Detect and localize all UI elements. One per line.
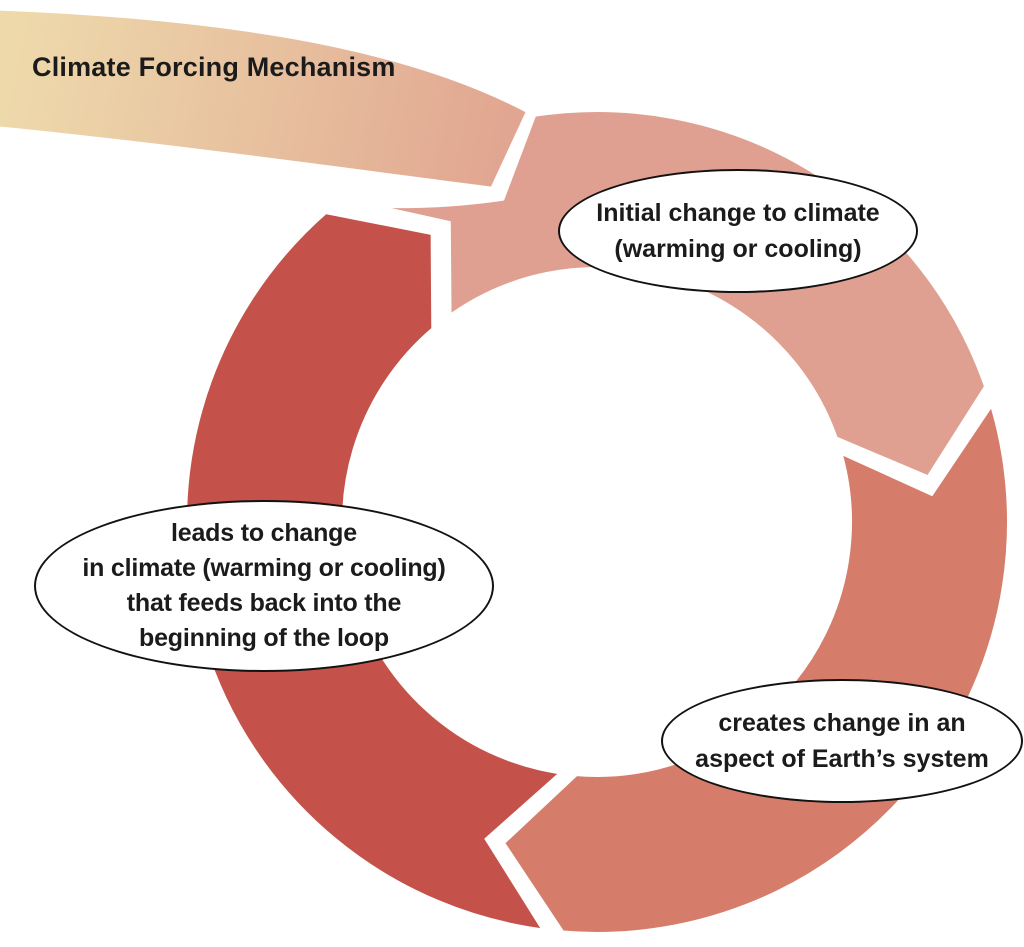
bubble-line: leads to change xyxy=(171,519,357,547)
ring-segment-feedback xyxy=(177,203,581,941)
bubble-creates-change: creates change in an aspect of Earth’s s… xyxy=(661,679,1023,803)
ring-segment-creates-change xyxy=(492,385,1017,942)
bubble-line: beginning of the loop xyxy=(139,624,389,652)
bubble-line: in climate (warming or cooling) xyxy=(82,554,446,582)
diagram-title: Climate Forcing Mechanism xyxy=(32,52,396,82)
forcing-input-band xyxy=(0,0,539,198)
bubble-line: aspect of Earth’s system xyxy=(695,745,989,773)
bubble-feedback: leads to change in climate (warming or c… xyxy=(34,500,494,672)
bubble-line: that feeds back into the xyxy=(126,589,402,617)
bubble-initial-change: Initial change to climate (warming or co… xyxy=(558,169,918,293)
bubble-line: creates change in an xyxy=(718,709,966,737)
bubble-line: Initial change to climate xyxy=(596,199,880,227)
bubble-line: (warming or cooling) xyxy=(614,235,862,263)
